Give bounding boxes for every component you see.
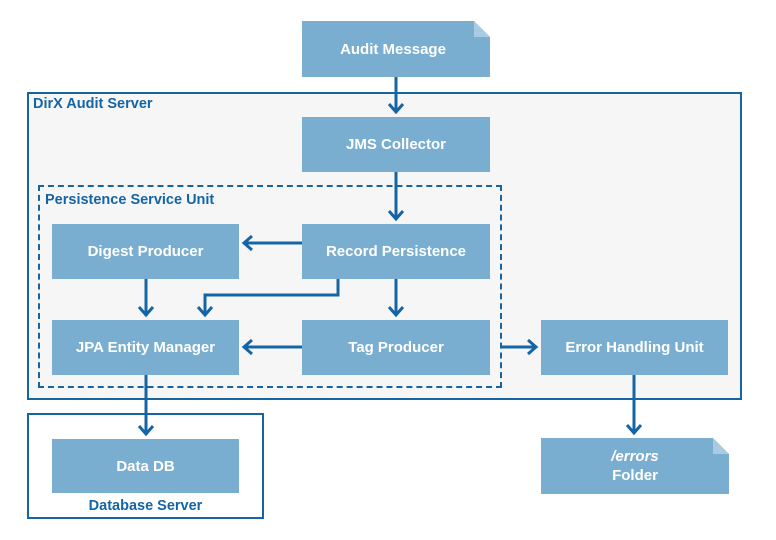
jms-collector-box: JMS Collector: [302, 117, 490, 172]
arrow-audit-message-to-jms-collector: [387, 77, 405, 115]
arrow-tag-producer-to-error-handling-unit: [500, 338, 539, 356]
record-persistence-box: Record Persistence: [302, 224, 490, 279]
record-persistence-label: Record Persistence: [325, 243, 467, 260]
arrow-digest-producer-to-jpa-entity-manager: [137, 279, 155, 318]
errors-folder-label: Folder: [612, 467, 658, 484]
error-handling-unit-box: Error Handling Unit: [541, 320, 728, 375]
jms-collector-label: JMS Collector: [345, 136, 447, 153]
jpa-entity-manager-label: JPA Entity Manager: [75, 339, 216, 356]
data-db-box: Data DB: [52, 439, 239, 493]
data-db-label: Data DB: [116, 457, 175, 475]
digest-producer-box: Digest Producer: [52, 224, 239, 279]
tag-producer-label: Tag Producer: [348, 339, 444, 356]
errors-folder-path: /errors: [611, 448, 659, 465]
arrow-error-handling-unit-to-errors-folder: [625, 375, 643, 436]
jpa-entity-manager-box: JPA Entity Manager: [52, 320, 239, 375]
tag-producer-box: Tag Producer: [302, 320, 490, 375]
digest-producer-label: Digest Producer: [87, 243, 204, 260]
errors-folder-document: /errors Folder: [541, 438, 729, 494]
arrow-record-persistence-to-digest-producer: [241, 234, 302, 252]
persistence-unit-label: Persistence Service Unit: [45, 192, 215, 208]
audit-message-label: Audit Message: [340, 40, 446, 58]
database-server-label: Database Server: [88, 498, 203, 514]
arrow-record-persistence-to-jpa-entity-manager: [196, 279, 340, 318]
arrow-record-persistence-to-tag-producer: [387, 279, 405, 318]
arrow-jpa-entity-manager-to-data-db: [137, 375, 155, 437]
persistence-unit-container: [38, 185, 502, 388]
arrow-jms-collector-to-record-persistence: [387, 172, 405, 222]
audit-server-label: DirX Audit Server: [33, 96, 153, 112]
arrow-tag-producer-to-jpa-entity-manager: [241, 338, 302, 356]
audit-message-document: Audit Message: [302, 21, 490, 77]
error-handling-unit-label: Error Handling Unit: [565, 339, 704, 356]
